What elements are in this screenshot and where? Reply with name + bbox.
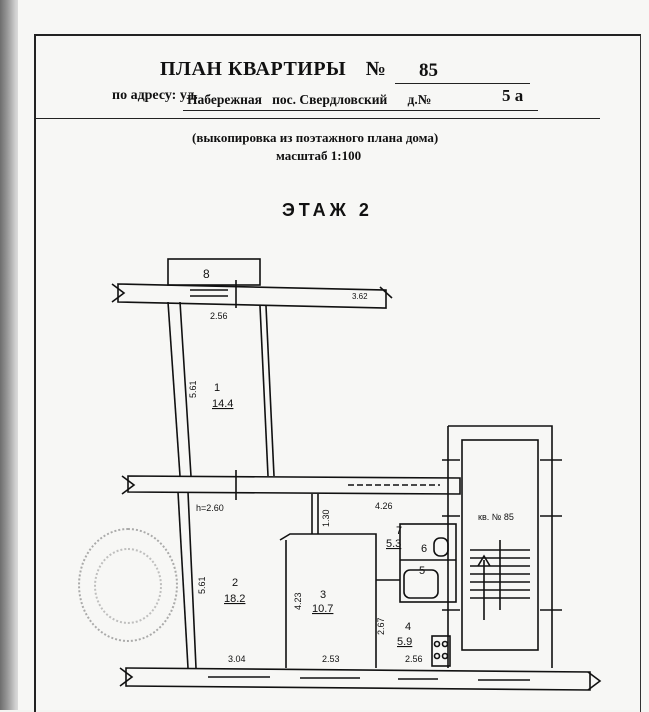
- dimension-partition: 1.30: [321, 509, 331, 527]
- subtitle: (выкопировка из поэтажного плана дома): [192, 130, 439, 145]
- room-1-number: 1: [214, 382, 220, 394]
- dimension-room-1-height: 5.61: [188, 380, 198, 398]
- settlement-name: пос. Свердловский: [272, 92, 388, 107]
- middle-wall: [127, 475, 461, 495]
- stove-burner-icon-1: [433, 640, 441, 648]
- stove-burner-icon-4: [441, 652, 449, 660]
- house-number: 5 а: [502, 86, 524, 105]
- dimension-room-2-height: 5.61: [197, 576, 207, 594]
- upper-exterior-wall: [117, 283, 387, 309]
- lower-exterior-wall: [125, 667, 591, 691]
- header-rule: [34, 118, 600, 119]
- dimension-top-width: 2.56: [210, 311, 228, 321]
- bathtub-icon: [403, 569, 439, 599]
- room-1-right-wall: [259, 305, 269, 477]
- wall-break-left-mid: [121, 475, 136, 495]
- wall-break-left-top: [111, 283, 126, 303]
- street-name: Набережная: [187, 92, 262, 107]
- address-underline: [183, 110, 538, 111]
- apartment-number-underline: [395, 83, 530, 84]
- room-1-area: 14.4: [212, 398, 233, 410]
- room-2-number: 2: [232, 577, 238, 589]
- room-1-left-wall-inner: [179, 301, 192, 477]
- wall-break-right-top: [379, 286, 393, 299]
- title-text: ПЛАН КВАРТИРЫ: [160, 58, 347, 80]
- dimension-kitchen-width: 2.56: [405, 654, 423, 664]
- house-prefix: д.№: [407, 92, 432, 107]
- room-7-area: 5.3: [386, 538, 401, 550]
- stairwell-inner: [461, 439, 539, 651]
- address-prefix: по адресу: ул.: [112, 88, 198, 103]
- document-title: ПЛАН КВАРТИРЫ №: [160, 58, 460, 81]
- dimension-kitchen-height: 2.67: [376, 617, 386, 635]
- dimension-corridor-width: 4.26: [375, 501, 393, 511]
- room-2-area: 18.2: [224, 593, 245, 605]
- room-6-number: 6: [421, 543, 427, 555]
- wall-break-right-bottom: [587, 671, 602, 691]
- stair-steps: [470, 540, 530, 610]
- scan-shadow-edge: [0, 0, 22, 710]
- ceiling-height: h=2.60: [196, 503, 224, 513]
- room-4-number: 4: [405, 621, 411, 633]
- round-stamp: [78, 528, 178, 642]
- dimension-room-2-width: 3.04: [228, 654, 246, 664]
- apartment-number: 85: [419, 60, 438, 81]
- stove-burner-icon-3: [433, 652, 441, 660]
- stair-arrow-icon: [477, 554, 491, 620]
- room-3-outline: [279, 533, 377, 668]
- dimension-room-3-width: 2.53: [322, 654, 340, 664]
- room-5-number: 5: [419, 565, 425, 577]
- address-value: Набережная пос. Свердловский д.№: [187, 92, 431, 108]
- stove-icon: [431, 635, 451, 667]
- number-sign: №: [365, 58, 387, 80]
- toilet-icon: [433, 537, 449, 557]
- dimension-room-3-height: 4.23: [293, 592, 303, 610]
- stairwell-apartment-label: кв. № 85: [478, 512, 514, 522]
- room-2-left-wall-inner: [187, 491, 197, 669]
- room-8-outline: [167, 258, 261, 286]
- room-3-number: 3: [320, 589, 326, 601]
- room-3-area: 10.7: [312, 603, 333, 615]
- dimension-top-right: 3.62: [352, 292, 368, 301]
- room-4-area: 5.9: [397, 636, 412, 648]
- stairwell-outline: [447, 425, 553, 668]
- room-1-right-wall-inner: [265, 305, 275, 477]
- bathroom-block: [399, 523, 457, 603]
- stove-burner-icon-2: [441, 640, 449, 648]
- scale-label: масштаб 1:100: [276, 148, 362, 163]
- room-1-left-wall: [167, 301, 181, 477]
- wall-break-left-bottom: [119, 667, 134, 687]
- document-frame: [34, 34, 641, 712]
- room-7-number: 7: [396, 525, 402, 537]
- room-2-left-wall: [177, 491, 189, 669]
- room-8-number: 8: [203, 267, 210, 281]
- round-stamp-inner: [94, 548, 162, 624]
- floor-label: ЭТАЖ 2: [282, 200, 373, 220]
